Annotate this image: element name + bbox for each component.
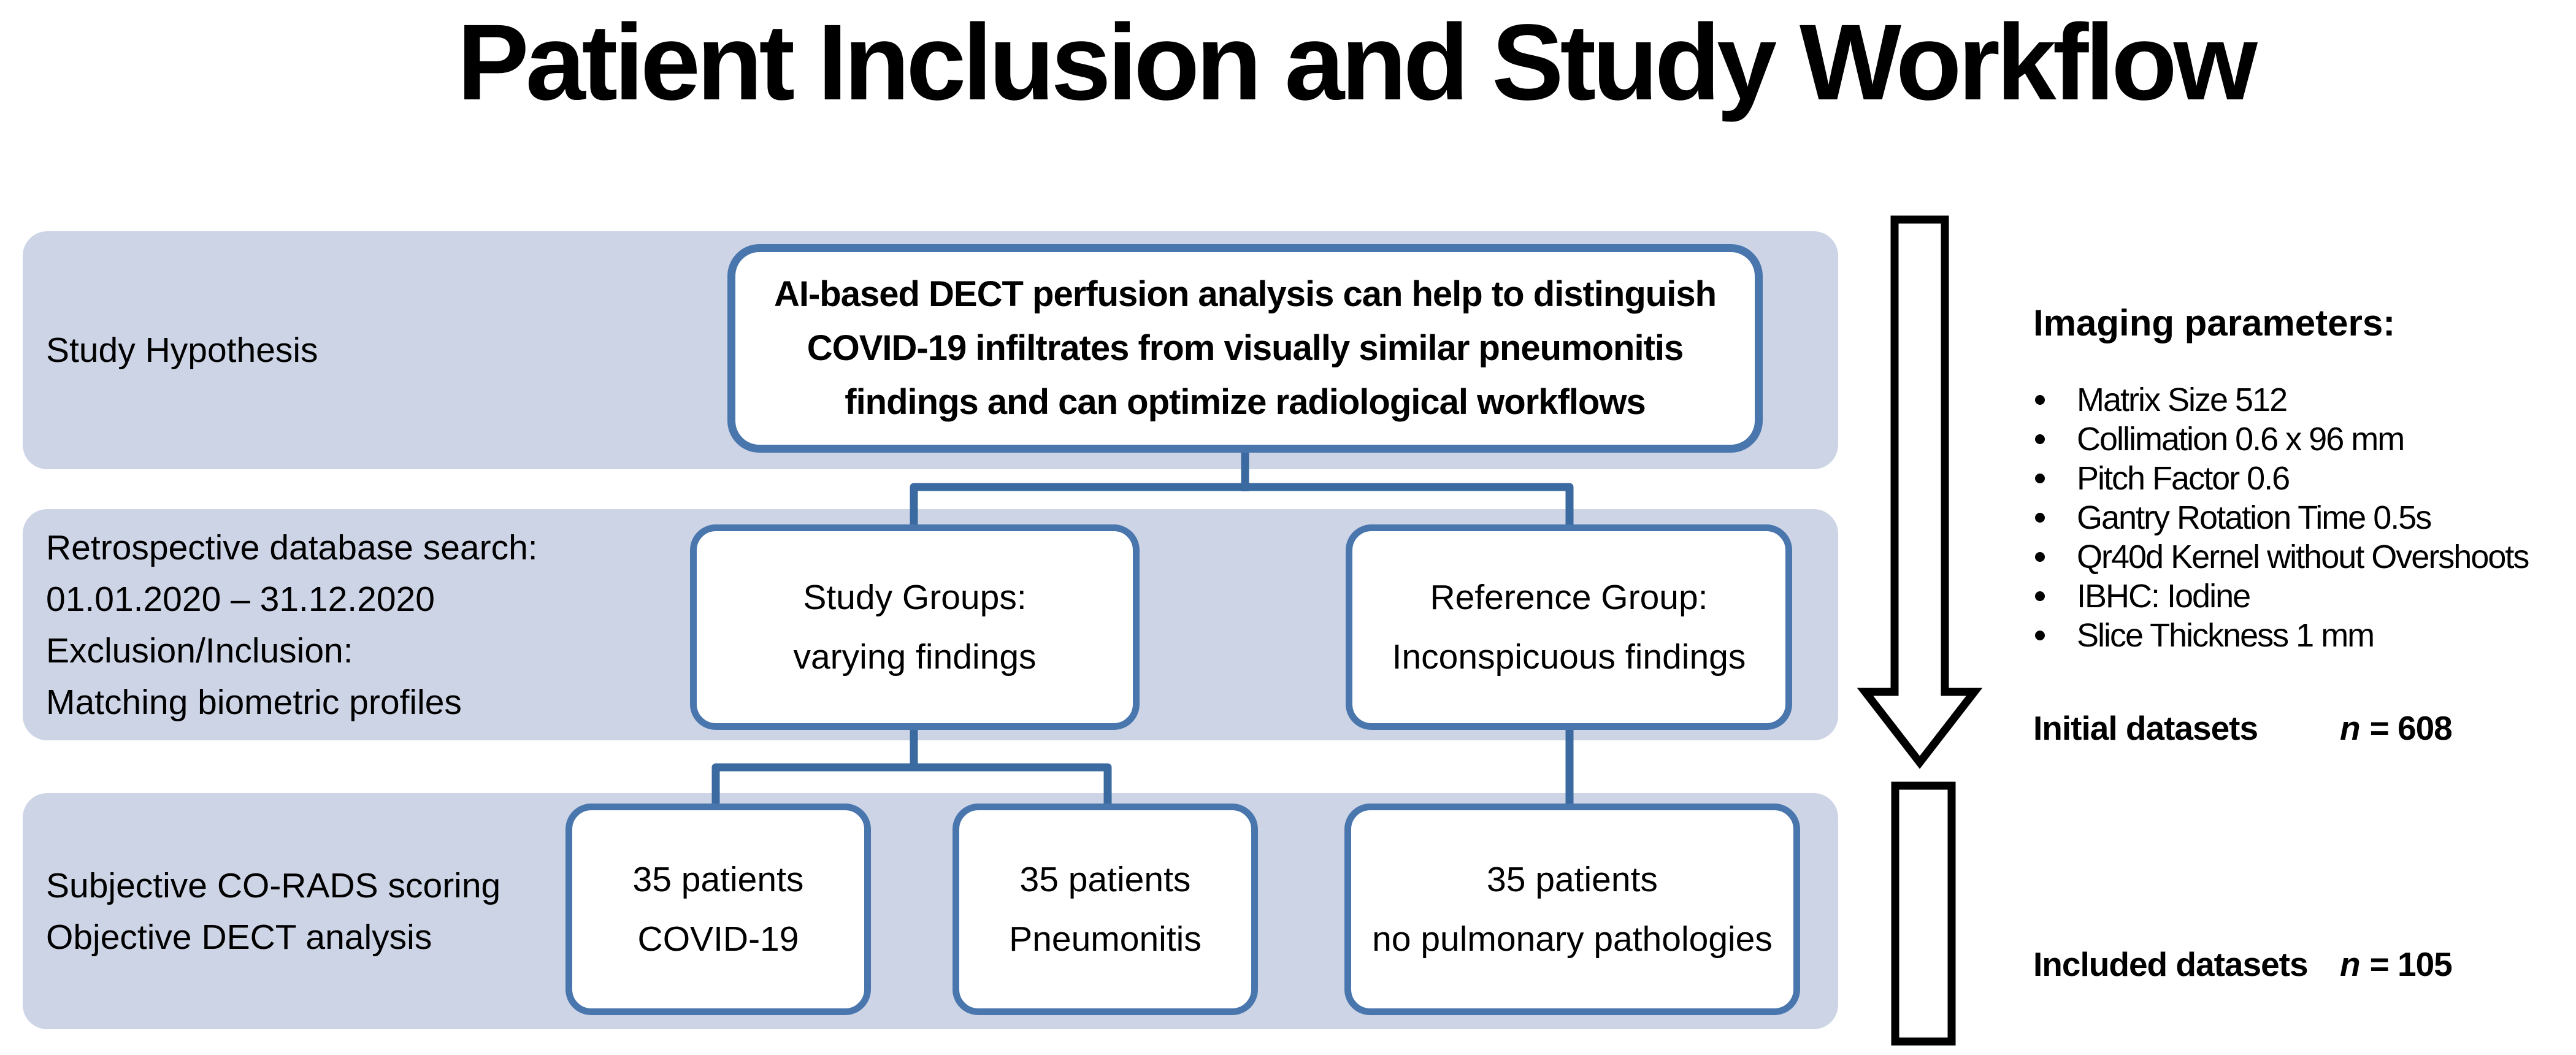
box-text-line: COVID-19 infiltrates from visually simil… bbox=[807, 328, 1684, 368]
imaging-parameter-text: IBHC: Iodine bbox=[2077, 578, 2251, 615]
bullet-dot-icon bbox=[2035, 631, 2045, 640]
box-text-line: COVID-19 bbox=[637, 919, 799, 959]
box-text-line: findings and can optimize radiological w… bbox=[845, 382, 1646, 422]
box-text-line: 35 patients bbox=[1487, 859, 1658, 899]
bullet-dot-icon bbox=[2035, 591, 2045, 601]
bullet-dot-icon bbox=[2035, 552, 2045, 562]
bullet-dot-icon bbox=[2035, 474, 2045, 483]
imaging-parameter-item: Pitch Factor 0.6 bbox=[2035, 459, 2528, 498]
pneumonitis-patients-box: 35 patients Pneumonitis bbox=[953, 804, 1258, 1015]
imaging-parameters-header: Imaging parameters: bbox=[2033, 302, 2396, 343]
band-label-line: Retrospective database search: bbox=[46, 528, 538, 567]
imaging-parameter-text: Qr40d Kernel without Overshoots bbox=[2077, 539, 2529, 575]
band-label-line: 01.01.2020 – 31.12.2020 bbox=[46, 579, 435, 619]
dataset-n-value: = 608 bbox=[2369, 709, 2453, 747]
dataset-n-symbol: n bbox=[2340, 709, 2361, 747]
imaging-parameters-list: Matrix Size 512 Collimation 0.6 x 96 mm … bbox=[2035, 380, 2529, 655]
imaging-parameter-text: Pitch Factor 0.6 bbox=[2077, 460, 2290, 497]
connector-line bbox=[910, 483, 1574, 529]
band-label-line: Matching biometric profiles bbox=[46, 682, 462, 722]
figure-title: Patient Inclusion and Study Workflow bbox=[457, 2, 2257, 123]
bullet-dot-icon bbox=[2035, 395, 2045, 405]
box-text-line: no pulmonary pathologies bbox=[1372, 919, 1773, 959]
band-label-line: Exclusion/Inclusion: bbox=[46, 631, 353, 670]
covid-patients-box: 35 patients COVID-19 bbox=[565, 804, 871, 1015]
dataset-n-symbol: n bbox=[2340, 945, 2361, 983]
shaft-rectangle-shape bbox=[1891, 781, 1956, 1046]
box-text-line: AI-based DECT perfusion analysis can hel… bbox=[773, 274, 1717, 314]
box-text-line: varying findings bbox=[793, 637, 1037, 677]
hypothesis-box: AI-based DECT perfusion analysis can hel… bbox=[727, 244, 1763, 453]
box-text-line: Reference Group: bbox=[1430, 577, 1708, 617]
imaging-parameter-text: Slice Thickness 1 mm bbox=[2077, 617, 2375, 654]
bullet-dot-icon bbox=[2035, 434, 2045, 444]
box-text-line: 35 patients bbox=[1019, 859, 1191, 899]
dataset-n-value: = 105 bbox=[2369, 945, 2453, 983]
study-groups-box: Study Groups: varying findings bbox=[690, 524, 1140, 730]
box-text-line: Pneumonitis bbox=[1009, 919, 1202, 959]
included-datasets-row: Included datasets n = 105 bbox=[2033, 943, 2453, 985]
imaging-parameter-text: Collimation 0.6 x 96 mm bbox=[2077, 421, 2405, 458]
imaging-parameter-item: Slice Thickness 1 mm bbox=[2035, 616, 2528, 655]
initial-datasets-row: Initial datasets n = 608 bbox=[2033, 707, 2453, 749]
band-database-search-label: Retrospective database search: 01.01.202… bbox=[23, 522, 1838, 728]
band-study-hypothesis-label: Study Hypothesis bbox=[23, 324, 1838, 376]
band-label-line: Study Hypothesis bbox=[46, 331, 318, 370]
connector-line bbox=[711, 763, 1112, 807]
imaging-parameter-item: Matrix Size 512 bbox=[2035, 380, 2528, 420]
imaging-parameter-item: Collimation 0.6 x 96 mm bbox=[2035, 420, 2528, 459]
band-scoring-analysis-label: Subjective CO-RADS scoring Objective DEC… bbox=[23, 860, 1838, 963]
imaging-parameter-item: Qr40d Kernel without Overshoots bbox=[2035, 537, 2529, 577]
box-text-line: Inconspicuous findings bbox=[1392, 637, 1746, 677]
imaging-parameter-item: IBHC: Iodine bbox=[2035, 577, 2528, 616]
no-pathologies-patients-box: 35 patients no pulmonary pathologies bbox=[1344, 804, 1800, 1015]
imaging-parameter-item: Gantry Rotation Time 0.5s bbox=[2035, 498, 2528, 537]
imaging-parameter-text: Gantry Rotation Time 0.5s bbox=[2077, 499, 2432, 536]
box-text-line: 35 patients bbox=[632, 859, 804, 899]
dataset-label: Included datasets bbox=[2033, 945, 2309, 983]
dataset-label: Initial datasets bbox=[2033, 709, 2258, 747]
down-arrow-icon bbox=[1857, 215, 1983, 769]
reference-group-box: Reference Group: Inconspicuous findings bbox=[1346, 524, 1792, 730]
box-text-line: Study Groups: bbox=[803, 577, 1027, 617]
bullet-dot-icon bbox=[2035, 513, 2045, 523]
band-label-line: Objective DECT analysis bbox=[46, 917, 432, 957]
band-label-line: Subjective CO-RADS scoring bbox=[46, 865, 501, 905]
imaging-parameter-text: Matrix Size 512 bbox=[2077, 382, 2288, 418]
